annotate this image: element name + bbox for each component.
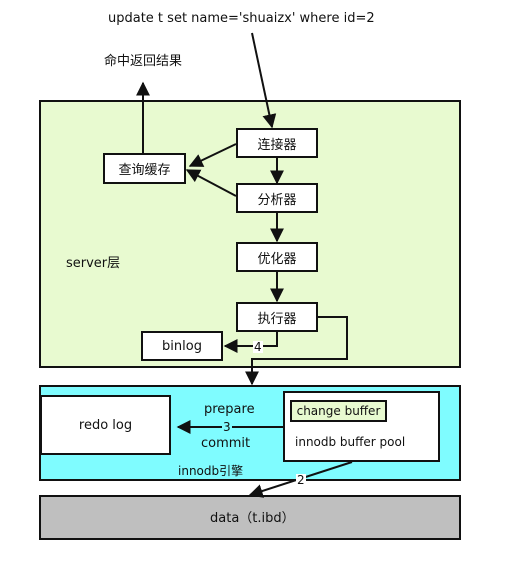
- buffer-pool-box: change buffer innodb buffer pool: [283, 391, 440, 462]
- server-layer-label: server层: [66, 256, 121, 271]
- step-2-label: 2: [296, 473, 306, 487]
- redo-log-box: redo log: [40, 395, 171, 455]
- arrow-analyzer-to-cache: [185, 169, 237, 197]
- optimizer-box: 优化器: [236, 242, 318, 272]
- cache-hit-label: 命中返回结果: [104, 54, 183, 69]
- arrow-sql-to-connector: [251, 32, 277, 129]
- arrow-executor-to-innodb: [245, 316, 348, 386]
- change-buffer-box: change buffer: [290, 400, 387, 422]
- commit-label: commit: [201, 436, 251, 451]
- buffer-pool-label: innodb buffer pool: [295, 435, 406, 449]
- executor-box: 执行器: [236, 302, 318, 332]
- sql-statement: update t set name='shuaizx' where id=2: [108, 11, 375, 26]
- data-layer-label: data（t.ibd）: [210, 511, 295, 526]
- analyzer-box: 分析器: [236, 183, 318, 213]
- connector-box: 连接器: [236, 128, 318, 158]
- arrow-connector-to-cache: [188, 143, 237, 167]
- binlog-box: binlog: [141, 331, 223, 361]
- arrow-executor-to-binlog: [223, 332, 278, 353]
- innodb-layer-label: innodb引擎: [178, 464, 244, 478]
- step-4-label: 4: [253, 340, 263, 354]
- query-cache-box: 查询缓存: [103, 153, 186, 184]
- data-layer: [39, 495, 461, 540]
- prepare-label: prepare: [204, 402, 255, 417]
- step-3-label: 3: [222, 420, 232, 434]
